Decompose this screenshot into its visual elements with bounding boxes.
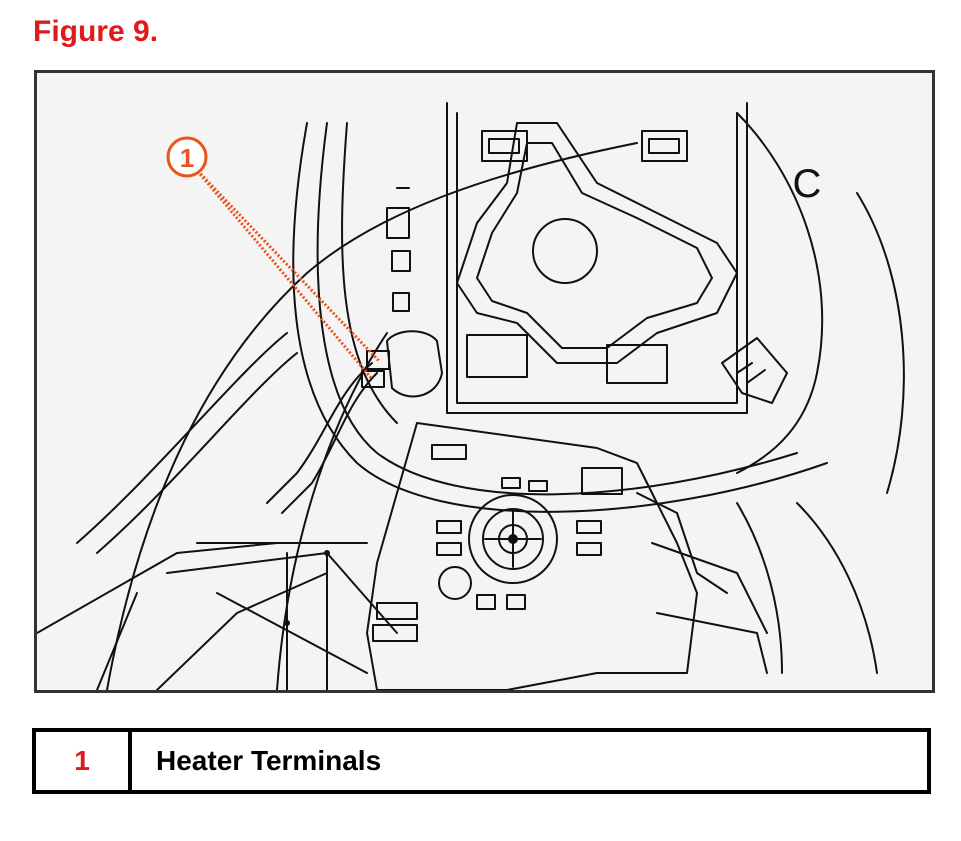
clip-bottom-left [466, 334, 528, 378]
heater-terminal-connector [386, 330, 443, 398]
corner-letter: C [793, 162, 822, 206]
actuator-gear [468, 494, 558, 584]
callout-leader-2 [193, 167, 374, 380]
legend-row-label: Heater Terminals [156, 745, 382, 776]
callout-leader-1 [193, 166, 381, 363]
figure-title: Figure 9. [33, 15, 159, 48]
callout-number: 1 [180, 143, 194, 173]
housing-arc-3 [316, 122, 798, 496]
center-hub [532, 218, 598, 284]
diagram-frame: 1 C [34, 70, 935, 693]
legend-table: 1 Heater Terminals [32, 728, 931, 794]
clip-bottom-right [606, 344, 668, 384]
center-mount-outline [456, 122, 738, 364]
heater-terminals-diagram: 1 C [37, 102, 905, 690]
housing-arc-5 [341, 122, 398, 424]
clip-top-left [481, 130, 528, 162]
housing-arc-4 [292, 122, 828, 513]
housing-outer-arc [106, 142, 638, 690]
clip-top-right [641, 130, 688, 162]
actuator-panel [366, 422, 698, 690]
callout-circle [166, 136, 208, 178]
legend-row-number: 1 [36, 732, 132, 790]
